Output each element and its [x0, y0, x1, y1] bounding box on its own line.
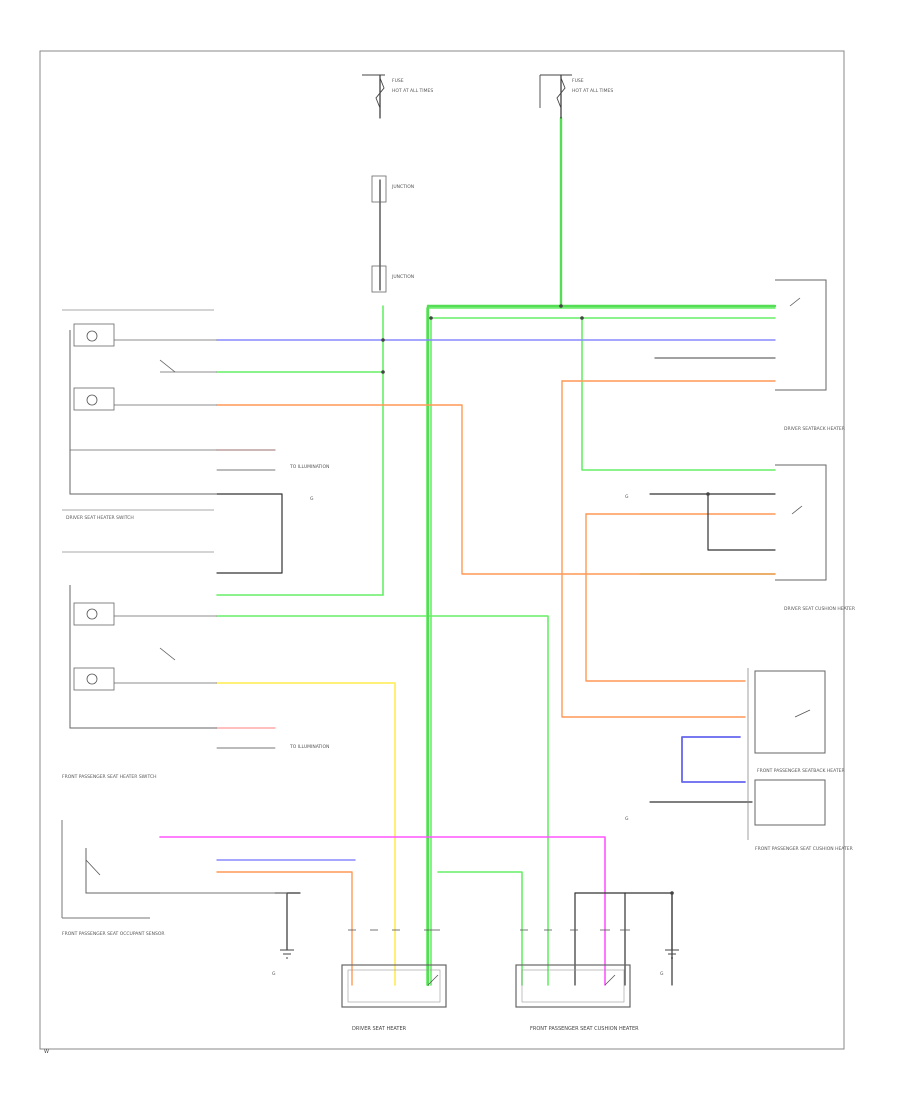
fuse-left-label: FUSE [392, 78, 404, 84]
splice-dots [381, 304, 710, 895]
illumination-1-label: TO ILLUMINATION [289, 464, 329, 470]
fuse-left-name: HOT AT ALL TIMES [392, 88, 433, 94]
passenger-seat-cushion-heater-label: FRONT PASSENGER SEAT CUSHION HEATER [755, 846, 853, 852]
driver-switch-box: DRIVER SEAT HEATER SWITCH [62, 309, 217, 521]
illumination-2-label: TO ILLUMINATION [289, 744, 329, 750]
blue-wires [216, 339, 776, 861]
ground-4-label: G [625, 816, 629, 822]
passenger-seatback-heater-box: FRONT PASSENGER SEATBACK HEATER [754, 670, 845, 774]
passenger-seat-heater-connector: FRONT PASSENGER SEAT CUSHION HEATER [515, 964, 639, 1032]
fuse-left: FUSE HOT AT ALL TIMES [362, 74, 433, 109]
ground-icon [665, 949, 679, 959]
driver-seatback-heater-box: DRIVER SEATBACK HEATER [775, 279, 845, 432]
passenger-seat-cushion-heater-box: FRONT PASSENGER SEAT CUSHION HEATER [747, 668, 853, 852]
junction-2: JUNCTION [371, 265, 414, 293]
pink-wires [216, 449, 276, 729]
green-wire-shadow [426, 116, 777, 987]
dark-blue-wire [681, 736, 746, 783]
occupant-sensor-label: FRONT PASSENGER SEAT OCCUPANT SENSOR [62, 931, 165, 937]
junction-2-label: JUNCTION [391, 274, 414, 280]
yellow-wire [216, 682, 396, 986]
fuse-right-label: FUSE [572, 78, 584, 84]
ground-5-label: G [625, 494, 629, 500]
ground-1-label: G [272, 971, 276, 977]
driver-seat-heater-connector: DRIVER SEAT HEATER [341, 964, 447, 1032]
passenger-switch-label: FRONT PASSENGER SEAT HEATER SWITCH [62, 774, 156, 780]
fuse-right-name: HOT AT ALL TIMES [572, 88, 613, 94]
passenger-switch-box: FRONT PASSENGER SEAT HEATER SWITCH [62, 551, 217, 780]
driver-seat-cushion-heater-label: DRIVER SEAT CUSHION HEATER [784, 606, 855, 612]
ground-3-label: G [310, 496, 314, 502]
driver-seatback-heater-label: DRIVER SEATBACK HEATER [784, 426, 845, 432]
green-wires [216, 117, 776, 986]
passenger-seatback-heater-label: FRONT PASSENGER SEATBACK HEATER [757, 768, 845, 774]
driver-seat-heater-label: DRIVER SEAT HEATER [352, 1026, 407, 1032]
occupant-sensor-left: FRONT PASSENGER SEAT OCCUPANT SENSOR [61, 820, 165, 937]
ground-2-label: G [660, 971, 664, 977]
driver-switch-label: DRIVER SEAT HEATER SWITCH [66, 515, 134, 521]
ground-symbols [280, 949, 679, 959]
footer-code: W [44, 1049, 49, 1055]
magenta-wire [159, 836, 606, 986]
fuse-right: FUSE HOT AT ALL TIMES [539, 74, 613, 109]
ground-icon [280, 949, 294, 959]
gray-wires [159, 357, 776, 894]
black-wires [216, 74, 776, 986]
passenger-seat-heater-label: FRONT PASSENGER SEAT CUSHION HEATER [530, 1026, 639, 1032]
driver-seat-cushion-heater-box: DRIVER SEAT CUSHION HEATER [775, 464, 855, 612]
diagram-frame [39, 50, 845, 1050]
junction-1-label: JUNCTION [391, 184, 414, 190]
junction-1: JUNCTION [371, 175, 414, 203]
orange-wires [216, 380, 776, 986]
